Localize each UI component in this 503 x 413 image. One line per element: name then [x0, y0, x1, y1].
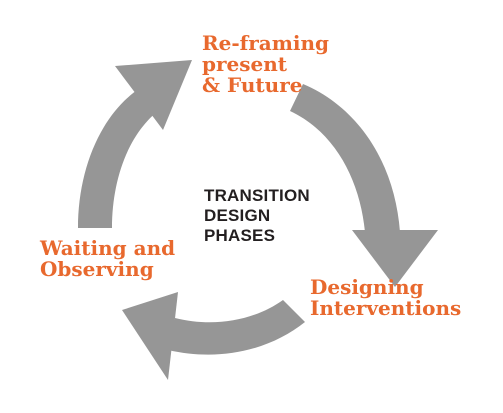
diagram-title: TRANSITION DESIGN PHASES [204, 186, 310, 246]
phase-label-line: Observing [40, 257, 154, 281]
title-line: DESIGN [204, 206, 271, 225]
phase-label-line: Designing [310, 275, 424, 299]
phase-label-line: & Future [202, 73, 303, 97]
phase-label-reframing: Re-framing present & Future [202, 33, 329, 96]
title-line: PHASES [204, 226, 276, 245]
arrow-observing-to-reframing [78, 60, 192, 228]
phase-label-line: Waiting and [40, 236, 176, 260]
title-line: TRANSITION [204, 186, 310, 205]
phase-label-observing: Waiting and Observing [40, 238, 175, 280]
phase-label-designing: Designing Interventions [310, 277, 461, 319]
phase-label-line: Interventions [310, 296, 462, 320]
arrow-reframing-to-designing [290, 84, 438, 287]
phase-label-line: present [202, 52, 288, 76]
phase-label-line: Re-framing [202, 31, 330, 55]
arrow-designing-to-observing [122, 292, 305, 380]
